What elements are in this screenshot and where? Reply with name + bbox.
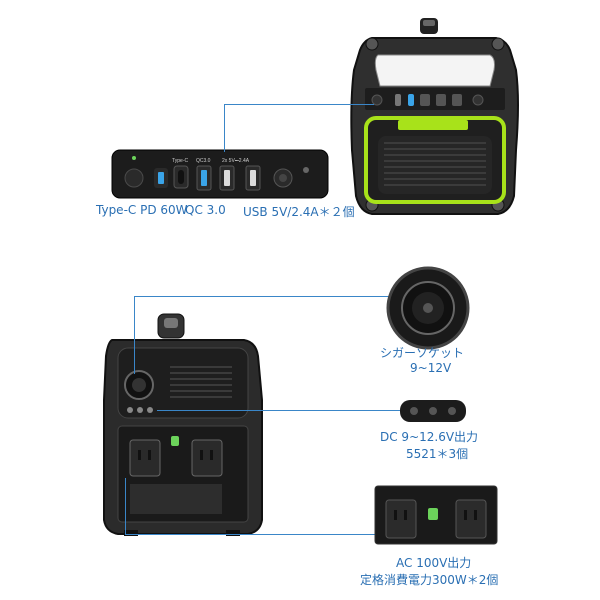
caption-usb: USB 5V/2.4A＊２個 xyxy=(243,205,355,219)
caption-cigar-voltage: 9~12V xyxy=(410,361,452,375)
top-connector-line xyxy=(224,104,374,105)
qc-port-label: QC3.0 xyxy=(196,158,211,164)
top-connector-line-vertical xyxy=(224,104,225,152)
caption-dc: DC 9~12.6V出力 xyxy=(380,430,479,444)
caption-ac: AC 100V出力 xyxy=(396,556,472,570)
caption-qc30: QC 3.0 xyxy=(185,203,226,217)
cigar-connector-line xyxy=(134,296,400,297)
cigar-connector-line-vertical xyxy=(134,296,135,374)
dc-connector-line xyxy=(157,410,400,411)
ac-connector-line-vertical xyxy=(125,478,126,534)
usb-port-label: 2x 5V⎓2.4A xyxy=(222,158,250,164)
caption-cigar: シガーソケット xyxy=(380,346,465,360)
caption-ac-spec: 定格消費電力300W＊2個 xyxy=(360,573,499,587)
typec-port-label: Type-C xyxy=(172,158,189,164)
caption-typec-pd: Type-C PD 60W xyxy=(96,203,188,217)
caption-dc-spec: 5521＊3個 xyxy=(406,447,469,461)
ac-connector-line xyxy=(125,534,375,535)
